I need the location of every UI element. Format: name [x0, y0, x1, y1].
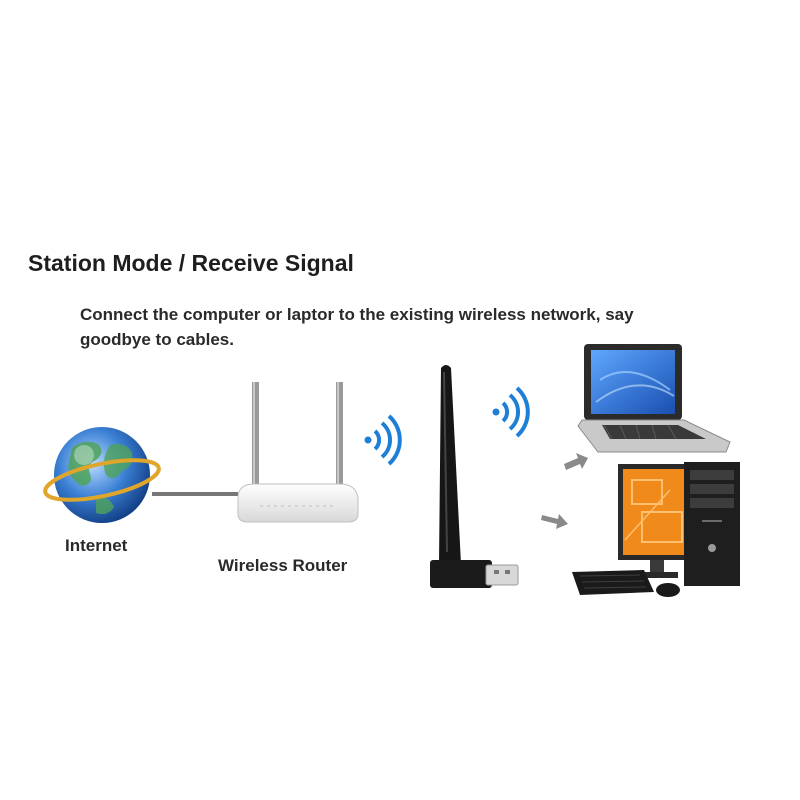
wifi-signal-icon: [364, 414, 402, 466]
arrow-icon: [564, 453, 588, 470]
usb-adapter-icon: [430, 365, 519, 588]
desktop-computer-icon: [572, 462, 740, 597]
laptop-icon: [577, 344, 731, 453]
internet-label: Internet: [65, 536, 128, 555]
arrow-icon: [541, 514, 568, 529]
diagram-description: Connect the computer or laptor to the ex…: [80, 305, 634, 349]
router-icon: [237, 382, 359, 523]
globe-icon: [43, 427, 161, 523]
diagram-title: Station Mode / Receive Signal: [28, 250, 354, 276]
wifi-signal-icon: [492, 386, 530, 438]
router-label: Wireless Router: [218, 556, 348, 575]
